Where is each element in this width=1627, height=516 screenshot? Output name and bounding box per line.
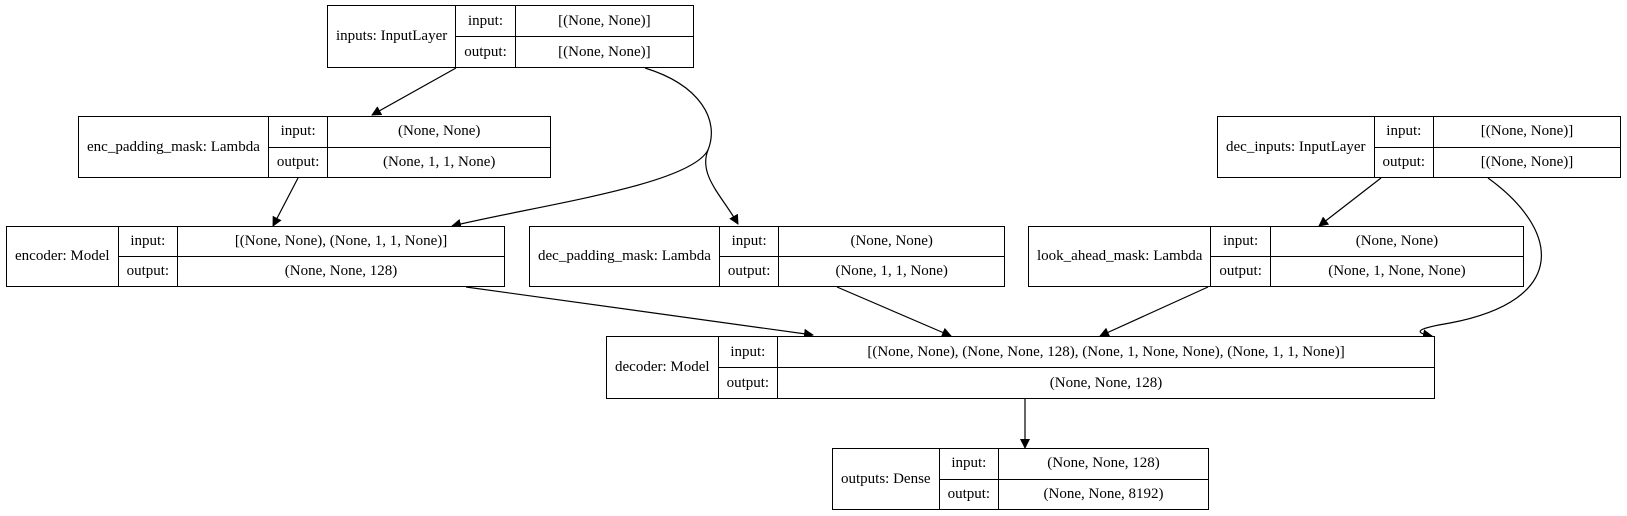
edge-encoder-to-decoder xyxy=(465,286,814,339)
edge-dec-inputs-to-look-ahead-mask xyxy=(1318,177,1382,227)
shapes: [(None, None), (None, None, 128), (None,… xyxy=(778,337,1434,398)
node-encoder: encoder: Model input: output: [(None, No… xyxy=(6,226,505,287)
node-name: inputs: InputLayer xyxy=(328,6,457,67)
output-label: output: xyxy=(1211,256,1270,286)
input-label: input: xyxy=(730,343,766,360)
input-shape: [(None, None)] xyxy=(558,12,651,29)
node-dec-padding-mask: dec_padding_mask: Lambda input: output: … xyxy=(529,226,1005,287)
io-labels: input: output: xyxy=(1211,227,1271,286)
output-label: output: xyxy=(1374,146,1434,178)
node-name: dec_inputs: InputLayer xyxy=(1218,117,1375,177)
edge-look-ahead-mask-to-decoder xyxy=(1099,286,1209,337)
io-labels: input: output: xyxy=(1374,117,1435,178)
edge-inputs-to-dec-padding-mask xyxy=(644,67,739,225)
node-name: outputs: Dense xyxy=(833,449,940,509)
input-label: input: xyxy=(1223,233,1259,249)
output-label: output: xyxy=(118,256,178,286)
io-labels: input: output: xyxy=(718,337,779,398)
shapes: [(None, None), (None, 1, 1, None)] (None… xyxy=(178,227,504,286)
input-label: input: xyxy=(951,455,987,472)
io-labels: input: output: xyxy=(719,227,780,286)
output-label: output: xyxy=(719,256,779,286)
output-shape: (None, 1, None, None) xyxy=(1270,256,1523,286)
input-shape: [(None, None), (None, 1, 1, None)] xyxy=(234,233,448,249)
io-labels: input: output: xyxy=(456,6,516,67)
shapes: [(None, None)] [(None, None)] xyxy=(1434,117,1620,177)
output-shape: [(None, None)] xyxy=(1434,146,1620,178)
io-labels: input: output: xyxy=(939,449,1000,510)
output-shape: (None, 1, 1, None) xyxy=(779,256,1004,286)
node-enc-padding-mask: enc_padding_mask: Lambda input: output: … xyxy=(78,116,551,178)
output-shape: (None, None, 8192) xyxy=(999,478,1208,510)
output-shape: (None, None, 128) xyxy=(178,256,504,286)
input-label: input: xyxy=(280,123,316,140)
node-look-ahead-mask: look_ahead_mask: Lambda input: output: (… xyxy=(1028,226,1524,287)
node-name: dec_padding_mask: Lambda xyxy=(530,227,720,286)
edge-inputs-to-encoder xyxy=(451,149,709,229)
output-label: output: xyxy=(456,36,515,67)
shapes: [(None, None)] [(None, None)] xyxy=(515,6,693,67)
edge-inputs-to-enc-padding-mask xyxy=(371,67,457,116)
input-label: input: xyxy=(1386,123,1422,140)
node-name: decoder: Model xyxy=(607,337,719,398)
input-shape: [(None, None)] xyxy=(1480,123,1574,140)
output-label: output: xyxy=(268,146,328,178)
node-dec-inputs: dec_inputs: InputLayer input: output: [(… xyxy=(1217,116,1621,178)
edge-enc-padding-mask-to-encoder xyxy=(272,177,299,227)
input-shape: (None, None) xyxy=(1355,233,1439,249)
node-name: enc_padding_mask: Lambda xyxy=(79,117,269,177)
node-outputs: outputs: Dense input: output: (None, Non… xyxy=(832,448,1209,510)
io-labels: input: output: xyxy=(118,227,179,286)
output-shape: (None, 1, 1, None) xyxy=(328,146,550,178)
output-label: output: xyxy=(718,367,778,398)
node-name: look_ahead_mask: Lambda xyxy=(1029,227,1212,286)
shapes: (None, None) (None, 1, 1, None) xyxy=(328,117,550,177)
output-shape: [(None, None)] xyxy=(515,36,693,67)
input-label: input: xyxy=(467,12,503,29)
input-shape: (None, None, 128) xyxy=(1047,455,1160,472)
shapes: (None, None) (None, 1, 1, None) xyxy=(779,227,1004,286)
shapes: (None, None) (None, 1, None, None) xyxy=(1270,227,1523,286)
edge-dec-padding-mask-to-decoder xyxy=(836,286,952,338)
node-name: encoder: Model xyxy=(7,227,119,286)
input-shape: [(None, None), (None, None, 128), (None,… xyxy=(867,343,1345,360)
node-decoder: decoder: Model input: output: [(None, No… xyxy=(606,336,1435,399)
shapes: (None, None, 128) (None, None, 8192) xyxy=(999,449,1208,509)
output-label: output: xyxy=(939,478,999,510)
input-label: input: xyxy=(731,233,767,249)
io-labels: input: output: xyxy=(268,117,329,178)
input-shape: (None, None) xyxy=(850,233,933,249)
output-shape: (None, None, 128) xyxy=(778,367,1434,398)
input-shape: (None, None) xyxy=(397,123,481,140)
node-inputs: inputs: InputLayer input: output: [(None… xyxy=(327,5,694,68)
edge-dec-inputs-to-decoder xyxy=(1419,177,1542,340)
input-label: input: xyxy=(130,233,166,249)
